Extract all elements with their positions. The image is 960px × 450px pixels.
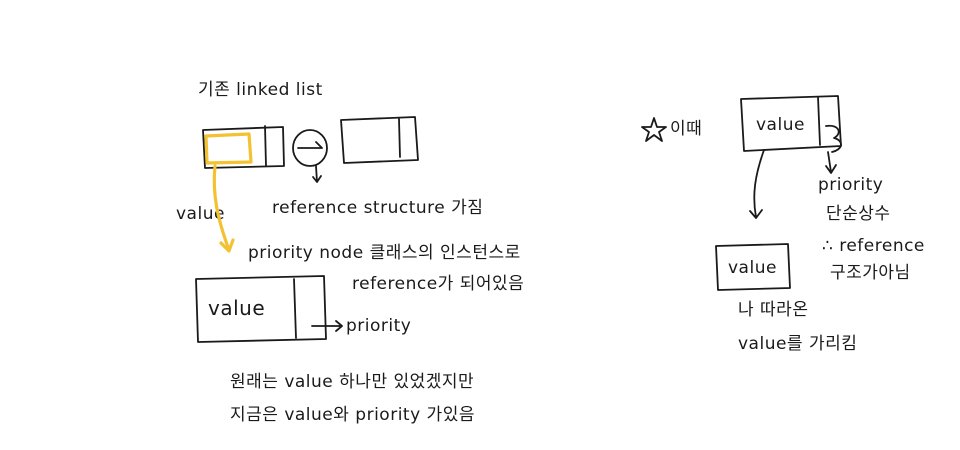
linked-list-node-1 (202, 125, 285, 169)
priority-node-priority: priority (346, 316, 411, 336)
highlight-arrow (212, 164, 235, 253)
right-therefore-line: ∴ reference (822, 236, 925, 256)
right-node-mark (825, 124, 842, 153)
bottom-value-node (715, 243, 791, 291)
bottom-note-1: 나 따라온 (738, 300, 808, 320)
reference-pointer (292, 129, 328, 183)
summary-line-1: 원래는 value 하나만 있었겠지만 (230, 372, 474, 392)
linked-list-node-2 (340, 116, 419, 164)
value-highlight (204, 132, 253, 165)
right-priority-note: 단순상수 (826, 204, 891, 224)
priority-node-note-2: reference가 되어있음 (352, 274, 524, 294)
priority-node-note-1: priority node 클래스의 인스턴스로 (248, 243, 521, 263)
priority-node-value: value (208, 296, 265, 320)
priority-node (195, 275, 327, 343)
right-therefore-line-2: 구조가아님 (830, 263, 911, 283)
right-priority-label: priority (818, 175, 883, 195)
linked-list-title: 기존 linked list (198, 80, 323, 100)
label-reference-structure: reference structure 가짐 (272, 198, 483, 218)
label-value: value (176, 204, 225, 224)
priority-arrow (311, 320, 343, 332)
arrow-to-value (749, 149, 765, 219)
right-node-value: value (756, 115, 805, 135)
bottom-note-2: value를 가리킴 (738, 334, 857, 354)
star-icon (641, 117, 667, 142)
arrow-to-priority (825, 151, 837, 174)
note-star-label: 이때 (670, 119, 702, 139)
summary-line-2: 지금은 value와 priority 가있음 (230, 405, 475, 425)
bottom-value-text: value (728, 258, 777, 278)
